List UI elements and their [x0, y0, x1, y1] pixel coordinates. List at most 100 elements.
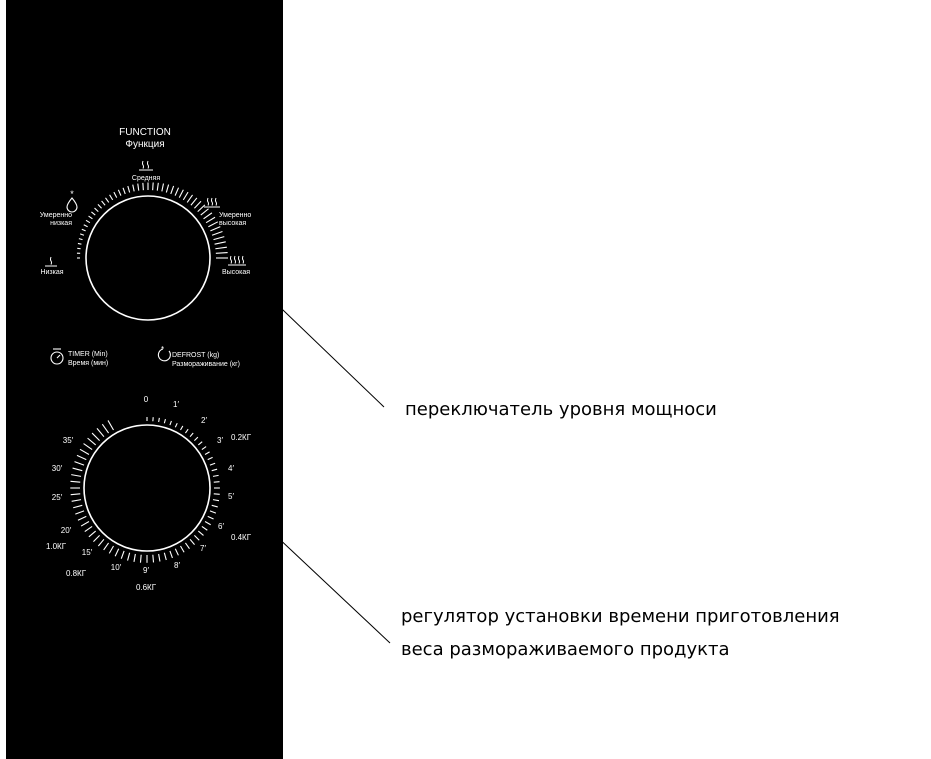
power-level-medium-high-line2: высокая	[219, 220, 246, 227]
dial-tick	[109, 194, 114, 201]
dial-tick	[78, 238, 83, 241]
dial-tick	[103, 542, 110, 551]
dial-tick	[205, 216, 216, 224]
dial-tick	[180, 545, 185, 553]
defrost-label: DEFROST (kg)	[172, 352, 219, 359]
dial-tick	[97, 538, 105, 547]
dial-tick	[85, 219, 91, 224]
dial-tick	[211, 468, 218, 472]
dial-tick	[163, 418, 166, 424]
defrost-weight-label: 0.4КГ	[231, 533, 252, 542]
stopwatch-icon	[50, 348, 64, 365]
dial-tick	[204, 451, 210, 455]
dial-tick	[114, 548, 120, 557]
dial-tick	[211, 231, 223, 236]
timer-tick-label: 10′	[111, 563, 122, 572]
timer-tick-label: 15′	[82, 548, 93, 557]
defrost-weight-label: 1.0КГ	[46, 542, 67, 551]
timer-knob[interactable]	[83, 424, 211, 552]
three-wave-dish-icon	[204, 197, 220, 208]
dial-tick	[158, 417, 160, 423]
power-level-medium-high-line1: Умеренно	[219, 212, 251, 219]
dial-tick	[184, 542, 190, 549]
dial-tick	[70, 493, 81, 496]
dial-tick	[72, 467, 83, 472]
dial-tick	[204, 521, 211, 526]
timer-tick-label: 4′	[228, 464, 234, 473]
dial-tick	[197, 204, 206, 212]
timer-tick-label: 2′	[201, 416, 207, 425]
dial-tick	[93, 534, 101, 542]
dial-tick	[127, 185, 131, 193]
dial-tick	[101, 200, 106, 206]
dial-tick	[108, 545, 114, 554]
dial-tick	[180, 425, 184, 431]
dial-tick	[83, 443, 93, 451]
timer-tick-label: 9′	[143, 566, 149, 575]
dial-tick	[169, 550, 173, 559]
dial-tick	[170, 185, 175, 195]
dial-tick	[213, 481, 220, 483]
defrost-label-ru: Размораживание (кг)	[172, 361, 240, 368]
power-level-high: Высокая	[222, 269, 250, 276]
timer-callout-label-line2: веса размораживаемого продукта	[401, 639, 730, 660]
function-title: FUNCTION	[119, 127, 171, 138]
dial-tick	[79, 448, 90, 455]
dial-tick	[189, 432, 194, 438]
dial-tick	[209, 510, 217, 514]
dial-tick	[207, 515, 214, 520]
power-level-medium-low-line1: Умеренно	[40, 212, 72, 219]
dial-tick	[139, 554, 142, 563]
dial-tick	[74, 461, 85, 466]
dial-tick	[215, 246, 227, 250]
dial-tick	[113, 191, 118, 198]
dial-tick	[88, 530, 97, 538]
dial-tick	[76, 454, 87, 461]
dial-tick	[70, 480, 81, 483]
control-panel	[6, 0, 283, 759]
timer-tick-label: 35′	[63, 436, 74, 445]
dial-tick	[91, 432, 101, 442]
dial-tick	[213, 493, 220, 495]
dial-tick	[197, 530, 204, 536]
defrost-weight-label: 0.2КГ	[231, 433, 252, 442]
dial-tick	[96, 428, 105, 438]
dial-tick	[212, 474, 219, 477]
dial-tick	[207, 456, 213, 461]
timer-dial-ticks	[70, 417, 220, 563]
dial-tick	[133, 553, 136, 562]
dial-tick	[214, 241, 226, 245]
dial-tick	[80, 521, 90, 527]
timer-callout-leader	[256, 517, 391, 644]
dial-tick	[174, 187, 180, 196]
dial-tick	[165, 184, 170, 193]
timer-tick-label: 30′	[52, 464, 63, 473]
dial-tick	[97, 204, 102, 209]
timer-tick-label: 7′	[200, 544, 206, 553]
defrost-drop-icon: *	[66, 189, 78, 213]
four-wave-dish-icon	[228, 255, 246, 266]
dial-tick	[212, 499, 220, 502]
dial-tick	[152, 182, 154, 191]
dial-tick	[169, 420, 172, 426]
dial-tick	[94, 207, 99, 212]
timer-callout-label-line1: регулятор установки времени приготовлени…	[401, 606, 840, 627]
dial-tick	[81, 228, 86, 232]
dial-tick	[83, 224, 88, 228]
dial-tick	[174, 422, 178, 428]
dial-tick	[87, 437, 97, 446]
power-level-knob[interactable]	[85, 195, 211, 321]
dial-tick	[193, 534, 200, 541]
dial-tick	[213, 236, 225, 241]
power-level-medium-low-line2: низкая	[50, 220, 72, 227]
dial-tick	[186, 194, 193, 203]
dial-tick	[190, 197, 198, 206]
dial-tick	[200, 208, 209, 216]
svg-text:*: *	[70, 189, 74, 199]
timer-label: TIMER (Min)	[68, 351, 108, 358]
power-level-medium: Средняя	[132, 175, 160, 182]
dial-tick	[105, 197, 110, 203]
dial-tick	[88, 215, 93, 220]
power-dial-ticks	[76, 182, 228, 259]
dial-tick	[158, 553, 161, 562]
